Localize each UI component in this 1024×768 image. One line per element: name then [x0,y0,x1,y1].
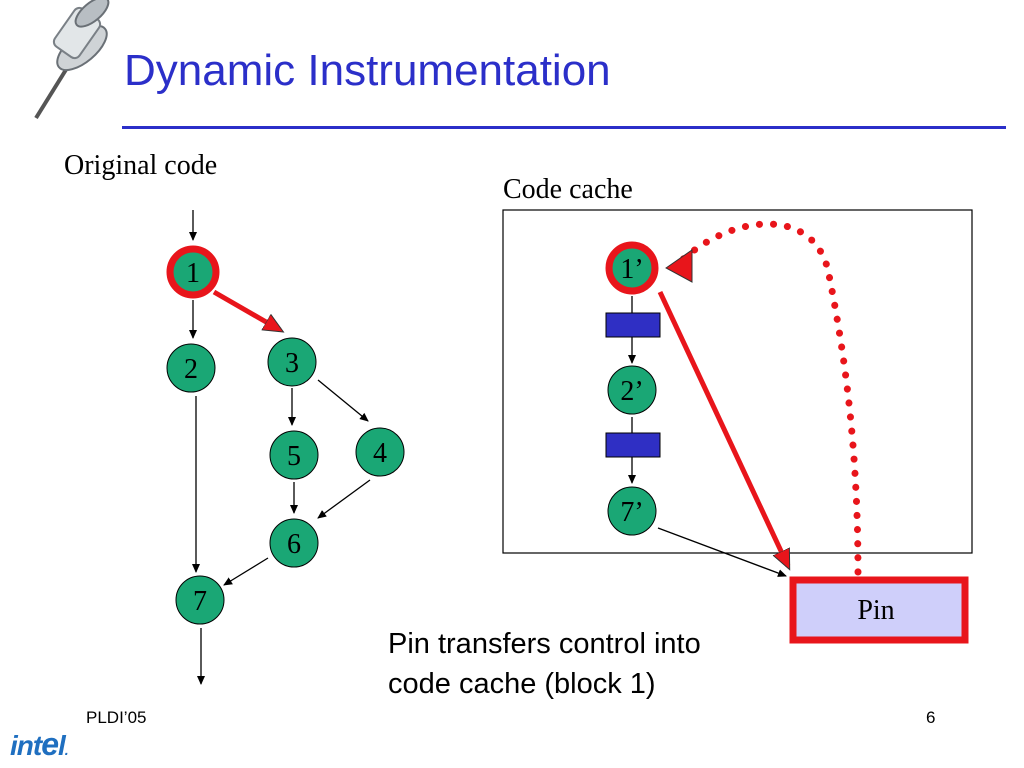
edge-c1-pin [657,290,791,566]
code-cache-box [502,209,973,554]
caption-line-1: Pin transfers control into [388,628,701,660]
node-1: 1 [166,245,220,299]
edge-1-3 [212,289,280,330]
cache-stub-1 [605,312,661,338]
page-number: 6 [926,708,936,727]
edge-3-4 [317,379,369,422]
pin-label: Pin [857,595,894,626]
node-3: 3 [267,337,317,387]
cache-node-7-label: 7’ [620,497,643,528]
node-7: 7 [175,575,225,625]
cache-node-1: 1’ [605,241,659,295]
node-2: 2 [166,343,216,393]
cache-node-7: 7’ [607,486,657,536]
slide-title: Dynamic Instrumentation [124,46,611,95]
node-6: 6 [269,518,319,568]
caption-line-2: code cache (block 1) [388,668,656,700]
cache-node-2: 2’ [607,365,657,415]
pin-box: Pin [789,576,969,644]
edge-6-7 [223,557,269,586]
title-rule [122,126,1006,129]
pin-to-cache-arrowhead [665,249,693,283]
cache-node-2-label: 2’ [620,376,643,407]
edge-c7-pin [657,527,787,577]
caption: Pin transfers control into code cache (b… [388,624,701,704]
pin-to-cache-dotted-arc [676,220,862,576]
pushpin-icon [34,0,110,120]
node-1-label: 1 [186,258,200,289]
original-code-label: Original code [64,150,218,181]
node-7-label: 7 [193,586,207,617]
node-2-label: 2 [184,354,198,385]
node-3-label: 3 [285,348,299,379]
node-5: 5 [269,430,319,480]
code-cache-label: Code cache [503,174,633,205]
node-4-label: 4 [373,438,387,469]
node-4: 4 [355,427,405,477]
node-5-label: 5 [287,441,301,472]
intel-logo: intel. [10,726,69,762]
node-6-label: 6 [287,529,301,560]
footer-left: PLDI’05 [86,708,147,727]
cache-node-1-label: 1’ [620,254,643,285]
cache-stub-2 [605,432,661,458]
edge-4-6 [317,479,371,519]
